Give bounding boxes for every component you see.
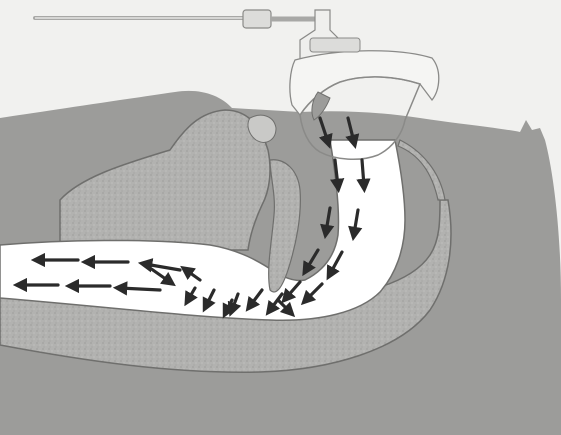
airflow-arrow-icon: [362, 160, 364, 186]
airflow-arrow-icon: [120, 288, 160, 290]
